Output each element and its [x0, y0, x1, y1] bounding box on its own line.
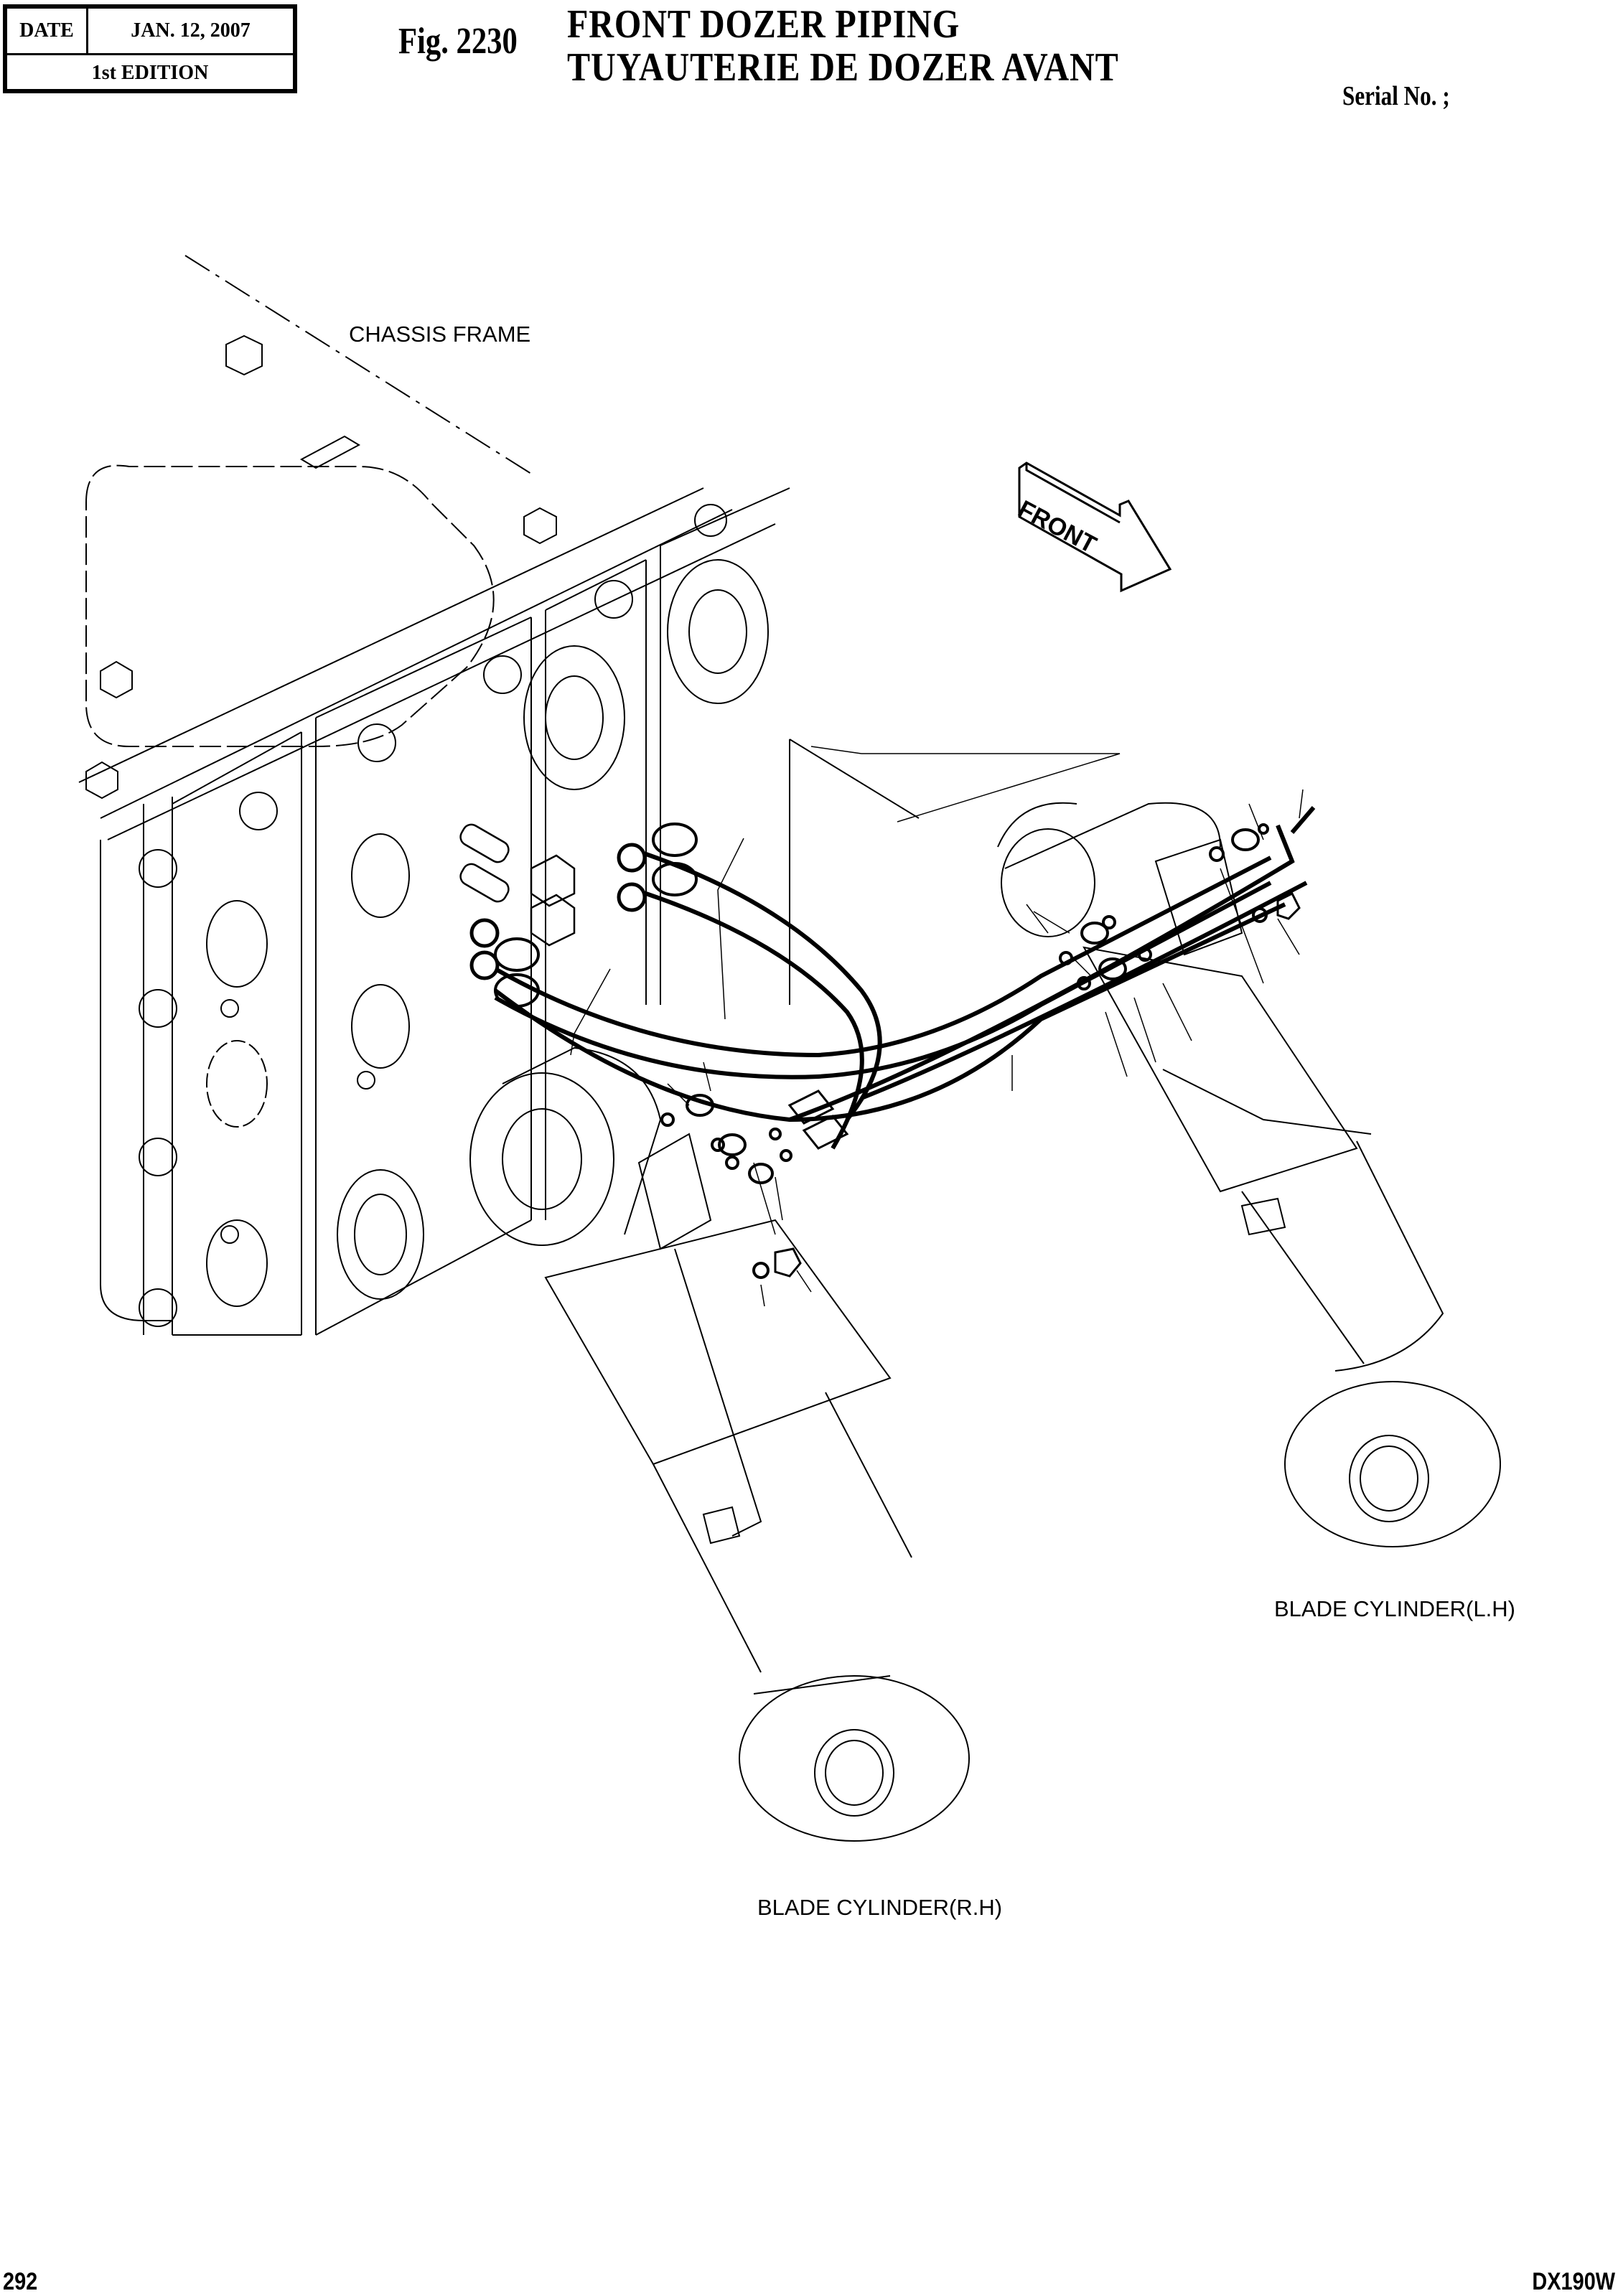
label-chassis-frame: CHASSIS FRAME [349, 322, 531, 347]
leader-lines [570, 789, 1304, 1307]
frame-holes [206, 559, 769, 1307]
date-box: DATE JAN. 12, 2007 1st EDITION [3, 4, 297, 93]
edition-label: 1st EDITION [91, 62, 209, 84]
blade-cylinder-rh-drawing [469, 1046, 970, 1842]
label-blade-cylinder-lh: BLADE CYLINDER(L.H) [1274, 1596, 1515, 1621]
hydraulic-hoses [494, 806, 1316, 1150]
blade-cylinder-lh-drawing [997, 802, 1501, 1547]
page-number: 292 [3, 2268, 38, 2295]
date-value: JAN. 12, 2007 [131, 19, 251, 42]
date-label: DATE [7, 9, 88, 53]
fittings-cluster-frame [459, 823, 698, 1008]
page-title-english: FRONT DOZER PIPING [567, 2, 960, 47]
serial-number-label: Serial No. ; [1342, 81, 1450, 111]
date-row: DATE JAN. 12, 2007 [7, 9, 293, 55]
fittings-cluster-rh [660, 1090, 849, 1279]
chassis-frame-drawing [78, 255, 1121, 1336]
figure-number: Fig. 2230 [398, 21, 518, 62]
frame-blocks [85, 334, 557, 800]
page-title-french: TUYAUTERIE DE DOZER AVANT [567, 45, 1119, 90]
bolt-heads [139, 504, 727, 1327]
fittings-cluster-lh [1059, 823, 1301, 990]
model-number: DX190W [1532, 2268, 1615, 2295]
label-blade-cylinder-rh: BLADE CYLINDER(R.H) [757, 1895, 1003, 1920]
front-arrow-icon [1018, 461, 1172, 593]
